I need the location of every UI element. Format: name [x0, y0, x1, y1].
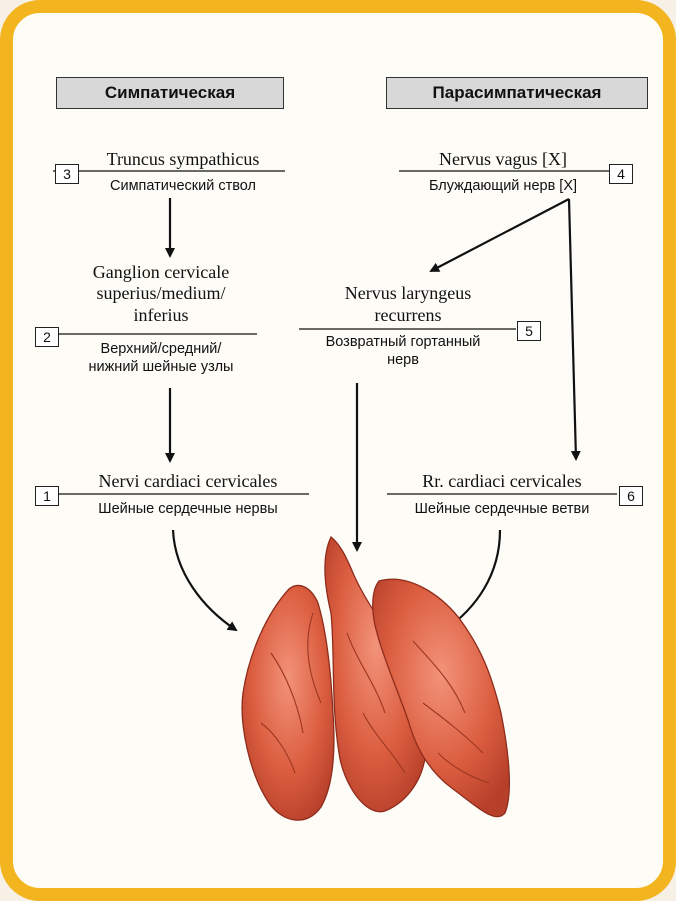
ganglion-latin-line1: Ganglion cervicale — [61, 262, 261, 283]
vagus-latin: Nervus vagus [X] — [399, 149, 607, 170]
label-number-2: 2 — [35, 327, 59, 347]
organ-illustration — [242, 537, 509, 820]
laryngeus-russian-line2: нерв — [293, 351, 513, 369]
label-number-5: 5 — [517, 321, 541, 341]
diagram-graphics — [13, 13, 663, 888]
arrow-vagus-branch — [431, 199, 569, 271]
ganglion-russian-line2: нижний шейные узлы — [61, 358, 261, 376]
ganglion-latin-line2: superius/medium/ — [61, 283, 261, 304]
rr-cardiaci-latin: Rr. cardiaci cervicales — [387, 471, 617, 492]
arrow-nervi-to-organ — [173, 530, 236, 630]
label-number-4: 4 — [609, 164, 633, 184]
ganglion-latin-line3: inferius — [61, 305, 261, 326]
laryngeus-latin-line2: recurrens — [303, 305, 513, 326]
ganglion-russian-line1: Верхний/средний/ — [61, 340, 261, 358]
nervi-cardiaci-latin: Nervi cardiaci cervicales — [63, 471, 313, 492]
truncus-russian: Симпатический ствол — [83, 177, 283, 195]
laryngeus-latin-line1: Nervus laryngeus — [303, 283, 513, 304]
truncus-latin: Truncus sympathicus — [83, 149, 283, 170]
label-number-3: 3 — [55, 164, 79, 184]
laryngeus-russian-line1: Возвратный гортанный — [293, 333, 513, 351]
label-number-1: 1 — [35, 486, 59, 506]
vagus-russian: Блуждающий нерв [X] — [399, 177, 607, 195]
label-number-6: 6 — [619, 486, 643, 506]
rr-cardiaci-russian: Шейные сердечные ветви — [387, 500, 617, 518]
arrow-vagus-down — [569, 199, 576, 459]
nervi-cardiaci-russian: Шейные сердечные нервы — [63, 500, 313, 518]
